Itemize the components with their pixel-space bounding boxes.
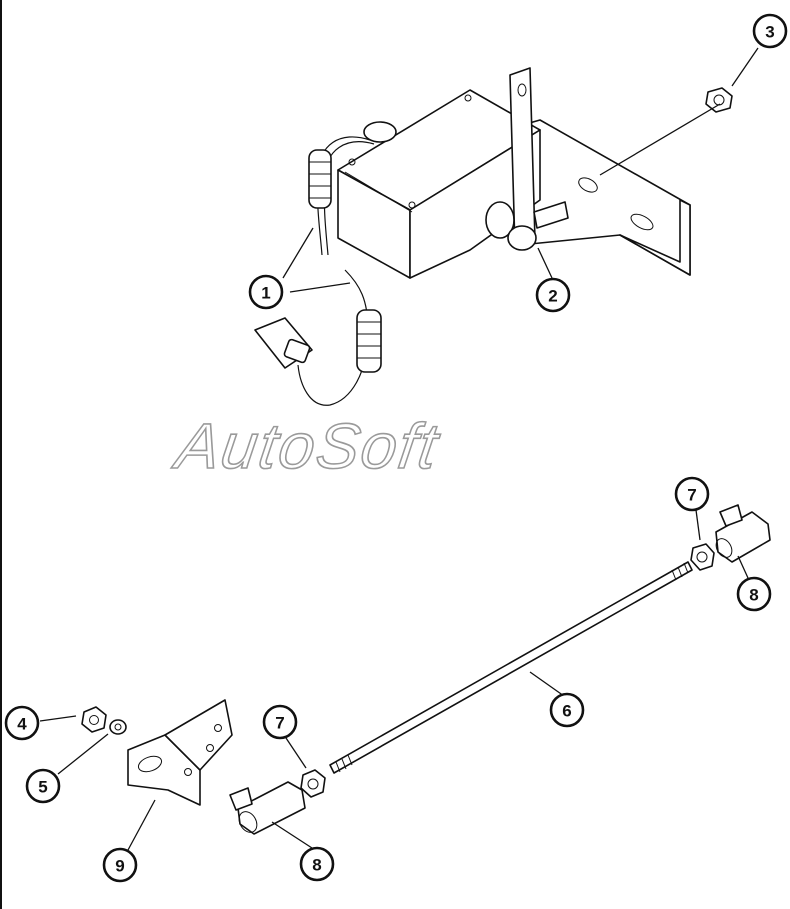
jam-nut-7-left: [300, 769, 326, 798]
callout-3: 3: [752, 13, 788, 49]
ball-joint-8-left-stud: [229, 787, 253, 811]
jam-nut-7-right: [690, 543, 715, 571]
box-edge-line: [344, 171, 413, 213]
wire-sleeve-lower: [356, 309, 382, 373]
bracket-slot-2: [630, 213, 654, 231]
callout-2: 2: [535, 277, 571, 313]
leader-8a: [737, 555, 749, 579]
lever-arm: [509, 67, 536, 249]
watermark-text: AutoSoft: [168, 410, 445, 482]
leader-7b: [285, 737, 307, 769]
rod-thread: [341, 758, 347, 770]
callout-7-left: 7: [262, 704, 298, 740]
leader-1b: [289, 282, 351, 293]
hex-nut-4-bore: [89, 715, 99, 725]
rod-thread: [347, 754, 353, 766]
rod-thread: [335, 761, 341, 773]
lock-washer-5: [109, 719, 127, 735]
callout-1: 1: [248, 274, 284, 310]
linkage-rod: [329, 561, 693, 774]
lever-pivot: [507, 225, 537, 251]
callout-4: 4: [4, 705, 40, 741]
jam-nut-7-right-bore: [696, 551, 708, 563]
callout-8-right: 8: [736, 576, 772, 612]
leader-lines: [39, 47, 759, 851]
leader-4: [39, 715, 77, 722]
callout-4-label: 4: [17, 715, 27, 734]
ball-joint-8-right-socket: [715, 538, 733, 558]
rod-thread: [671, 569, 677, 581]
ball-joint-8-right-stud: [719, 504, 743, 527]
connector-latch: [283, 338, 311, 364]
actuator-assembly: [254, 67, 733, 406]
leader-1a: [282, 227, 314, 279]
bracket-9-hole-2: [206, 744, 214, 752]
angle-bracket-9-flange: [164, 699, 233, 771]
box-screw-2: [408, 201, 416, 209]
callout-6-label: 6: [562, 702, 571, 721]
jam-nut-7-left-bore: [307, 778, 319, 790]
callout-5: 5: [25, 768, 61, 804]
leader-8b: [271, 821, 313, 849]
hex-nut-3: [705, 87, 733, 113]
leader-7a: [695, 509, 701, 541]
ball-joint-8-left-socket: [238, 811, 258, 833]
linkage-rod-assembly: [300, 504, 771, 798]
motor-cap: [363, 121, 397, 143]
leader-3: [731, 47, 759, 87]
bracket-9-slot: [137, 755, 163, 773]
box-screw-1: [464, 94, 472, 102]
box-screw-3: [348, 158, 356, 166]
leader-3-axis: [599, 103, 721, 176]
callout-8-right-label: 8: [749, 586, 758, 605]
callout-7-right: 7: [674, 476, 710, 512]
callout-8-left-label: 8: [312, 856, 321, 875]
leader-6: [529, 671, 565, 697]
bracket-9-hole-3: [214, 724, 222, 732]
callout-6: 6: [549, 692, 585, 728]
leader-2: [537, 247, 553, 279]
leader-9: [127, 799, 156, 851]
callout-9: 9: [102, 847, 138, 883]
callout-1-label: 1: [261, 284, 270, 303]
wire-sleeve-upper: [308, 149, 332, 209]
callout-3-label: 3: [765, 23, 774, 42]
lever-stud: [533, 201, 569, 229]
callout-5-label: 5: [38, 778, 47, 797]
lower-bracket-assembly: [81, 699, 306, 835]
bracket-slot-1: [578, 177, 598, 193]
callout-7-left-label: 7: [275, 714, 284, 733]
callout-7-right-label: 7: [687, 486, 696, 505]
rod-thread: [683, 562, 689, 574]
bracket-9-hole-1: [184, 768, 192, 776]
callout-9-label: 9: [115, 857, 124, 876]
lock-washer-5-bore: [114, 723, 122, 731]
callout-2-label: 2: [548, 287, 557, 306]
lever-hole: [517, 83, 527, 97]
wire-harness-lower: [297, 269, 369, 406]
hex-nut-4: [81, 706, 107, 733]
bracket-edge: [619, 199, 691, 276]
rod-thread: [677, 566, 683, 578]
callout-8-left: 8: [299, 846, 335, 882]
leader-5: [57, 733, 109, 775]
